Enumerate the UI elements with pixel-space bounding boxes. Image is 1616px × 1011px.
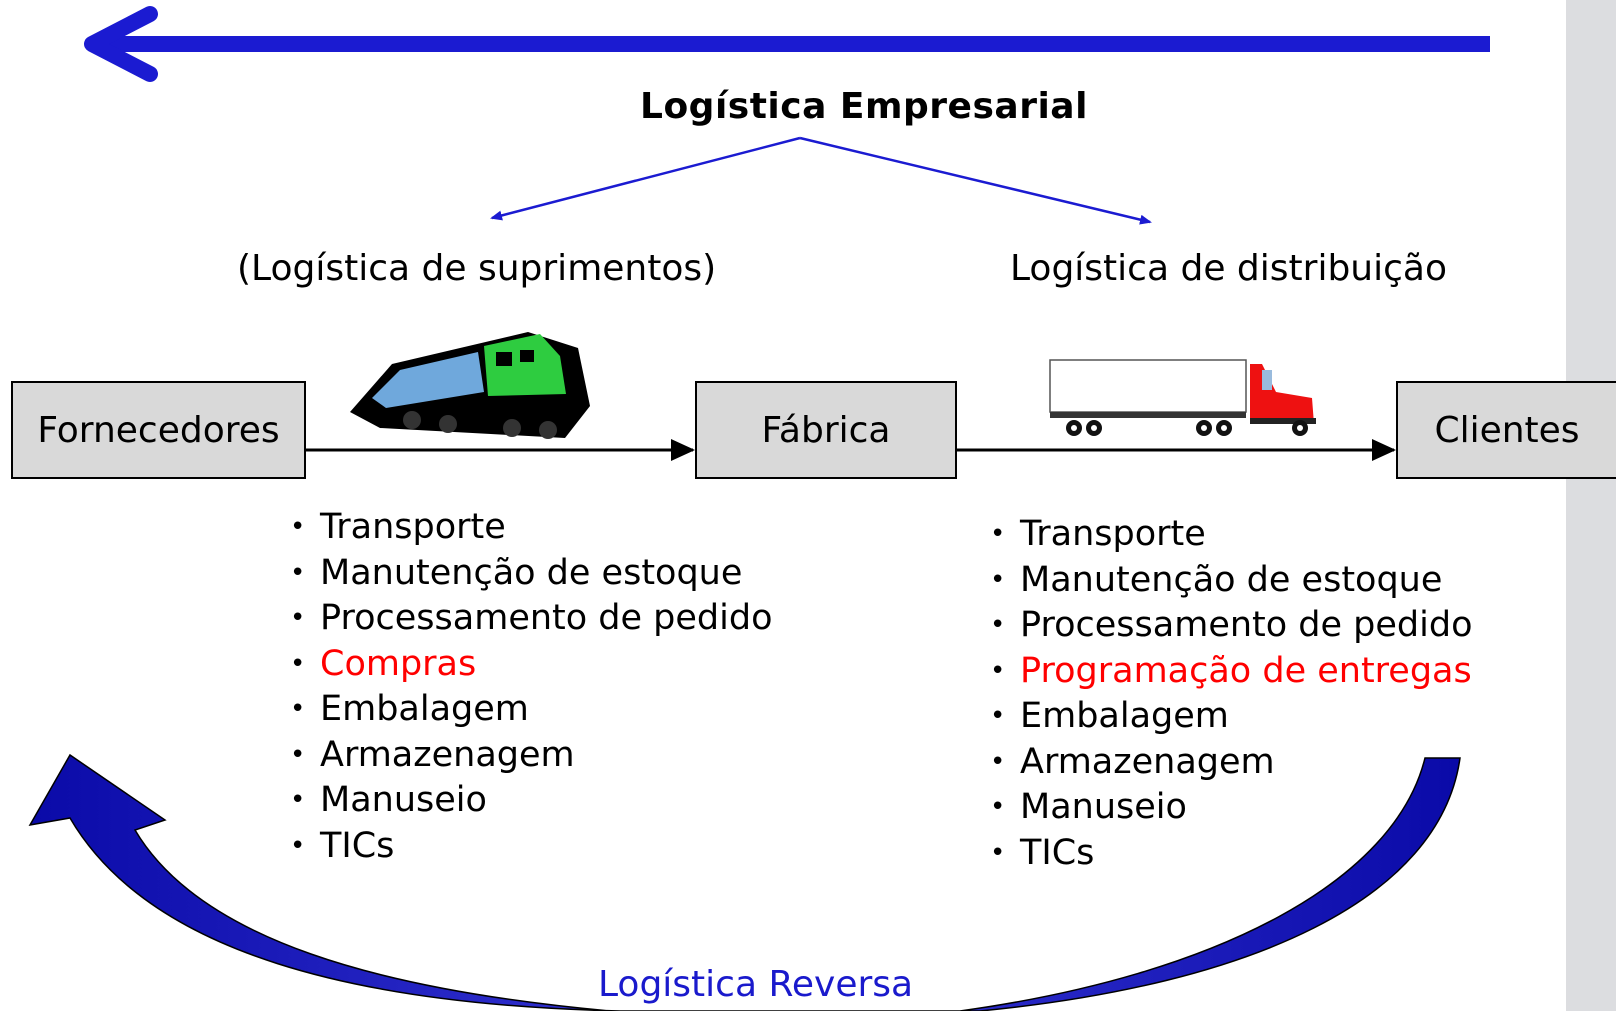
list-item-label: Processamento de pedido xyxy=(1020,605,1473,645)
side-panel xyxy=(1566,0,1616,1011)
list-item: • Embalagem xyxy=(290,687,773,733)
bullet-icon: • xyxy=(290,830,306,861)
list-item: • Programação de entregas xyxy=(990,649,1473,695)
list-item-label-highlight: Compras xyxy=(320,643,477,684)
list-item-label: Manutenção de estoque xyxy=(320,552,743,593)
list-item-label: Embalagem xyxy=(1020,696,1229,736)
node-suppliers-label: Fornecedores xyxy=(37,409,280,451)
list-item: • Compras xyxy=(290,642,773,688)
list-item-label: Armazenagem xyxy=(1020,741,1275,782)
bullet-icon: • xyxy=(990,792,1006,822)
bullet-icon: • xyxy=(990,610,1006,640)
node-factory: Fábrica xyxy=(695,381,957,479)
list-item-label: Transporte xyxy=(320,507,506,547)
list-item-label: Manuseio xyxy=(320,780,487,820)
truck-icon xyxy=(1049,359,1316,436)
distribution-activities-list: • Transporte • Manutenção de estoque • Proc… xyxy=(990,512,1473,876)
list-item-label: Manuseio xyxy=(1020,787,1187,827)
node-factory-label: Fábrica xyxy=(761,409,891,451)
list-item: • Transporte xyxy=(290,505,773,551)
supply-activities-list: • Transporte • Manutenção de estoque • Proc… xyxy=(290,505,773,869)
list-item-label: TICs xyxy=(320,825,395,866)
list-item: • TICs xyxy=(290,824,773,870)
list-item-label: Armazenagem xyxy=(320,734,575,775)
bullet-icon: • xyxy=(990,701,1006,731)
list-item-label-highlight: Programação de entregas xyxy=(1020,650,1472,691)
list-item: • Embalagem xyxy=(990,694,1473,740)
bullet-icon: • xyxy=(990,837,1006,868)
branch-arrows xyxy=(490,136,1152,225)
bullet-icon: • xyxy=(990,519,1006,549)
bullet-icon: • xyxy=(990,655,1006,686)
list-item: • Processamento de pedido xyxy=(990,603,1473,649)
list-item-label: Embalagem xyxy=(320,689,529,729)
list-item: • TICs xyxy=(990,831,1473,877)
locomotive-icon xyxy=(350,332,590,439)
list-item-label: Transporte xyxy=(1020,514,1206,554)
bullet-icon: • xyxy=(290,648,306,679)
reverse-logistics-arrow xyxy=(28,753,1461,1011)
list-item: • Manutenção de estoque xyxy=(990,558,1473,604)
bullet-icon: • xyxy=(290,739,306,770)
reverse-logistics-label: Logística Reversa xyxy=(598,964,914,1005)
bullet-icon: • xyxy=(990,746,1006,777)
bullet-icon: • xyxy=(290,512,306,542)
supply-logistics-label: (Logística de suprimentos) xyxy=(237,248,717,289)
top-flow-arrow xyxy=(84,6,1490,82)
node-clients: Clientes xyxy=(1396,381,1616,479)
list-item: • Manuseio xyxy=(990,785,1473,831)
list-item-label: Manutenção de estoque xyxy=(1020,559,1443,600)
list-item: • Armazenagem xyxy=(290,733,773,779)
bullet-icon: • xyxy=(290,785,306,815)
list-item-label: Processamento de pedido xyxy=(320,598,773,638)
list-item: • Manutenção de estoque xyxy=(290,551,773,597)
list-item: • Processamento de pedido xyxy=(290,596,773,642)
list-item: • Transporte xyxy=(990,512,1473,558)
bullet-icon: • xyxy=(290,603,306,633)
diagram-title: Logística Empresarial xyxy=(640,86,1088,127)
list-item: • Armazenagem xyxy=(990,740,1473,786)
bullet-icon: • xyxy=(990,564,1006,595)
bullet-icon: • xyxy=(290,694,306,724)
bullet-icon: • xyxy=(290,557,306,588)
list-item: • Manuseio xyxy=(290,778,773,824)
list-item-label: TICs xyxy=(1020,832,1095,873)
node-clients-label: Clientes xyxy=(1434,409,1580,451)
node-suppliers: Fornecedores xyxy=(11,381,306,479)
distribution-logistics-label: Logística de distribuição xyxy=(1010,248,1447,289)
